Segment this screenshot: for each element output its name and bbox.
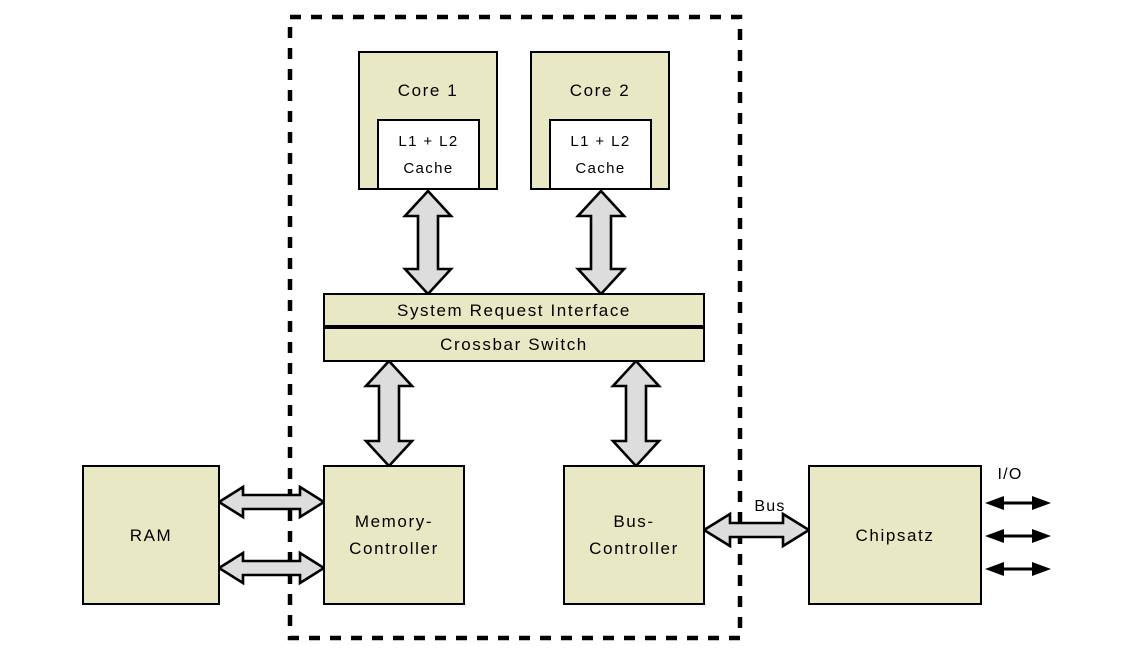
core1-cache-box: L1 + L2 Cache [377, 119, 480, 190]
ram-memory-controller-arrow-top [216, 484, 327, 520]
chipset-box: Chipsatz [808, 465, 982, 605]
chipset-label: Chipsatz [855, 525, 935, 545]
core2-cache-box: L1 + L2 Cache [549, 119, 652, 190]
cache1-sri-arrow [402, 189, 454, 296]
io-label: I/O [997, 466, 1023, 483]
core1-label: Core 1 [397, 81, 459, 100]
ram-label: RAM [129, 525, 173, 545]
memory-controller-box: Memory- Controller [323, 465, 465, 605]
system-request-interface-bar: System Request Interface [323, 293, 705, 327]
core1-cache-label-line2: Cache [403, 159, 454, 177]
memory-controller-label-line1: Memory- [354, 512, 434, 531]
crossbar-bus-controller-arrow [610, 359, 662, 468]
cache2-sri-arrow [575, 189, 627, 296]
io-arrow-1 [985, 496, 1051, 510]
ram-memory-controller-arrow-bottom [216, 550, 327, 586]
core2-cache-label-line2: Cache [575, 159, 626, 177]
io-arrow-3 [985, 562, 1051, 576]
core1-cache-label-line1: L1 + L2 [398, 132, 459, 150]
bus-controller-box: Bus- Controller [563, 465, 705, 605]
memory-controller-label-line2: Controller [349, 539, 439, 558]
bus-controller-label-line2: Controller [589, 539, 679, 558]
core2-label: Core 2 [569, 81, 631, 100]
cpu-die-boundary [287, 14, 743, 641]
system-request-interface-label: System Request Interface [397, 300, 631, 320]
crossbar-switch-label: Crossbar Switch [440, 335, 588, 354]
bus-label: Bus [754, 498, 786, 515]
crossbar-switch-bar: Crossbar Switch [323, 327, 705, 362]
ram-box: RAM [82, 465, 220, 605]
core2-cache-label-line1: L1 + L2 [570, 132, 631, 150]
bus-controller-label-line1: Bus- [613, 512, 655, 531]
crossbar-memory-controller-arrow [363, 359, 415, 468]
io-arrow-2 [985, 529, 1051, 543]
bus-arrow [701, 511, 812, 549]
